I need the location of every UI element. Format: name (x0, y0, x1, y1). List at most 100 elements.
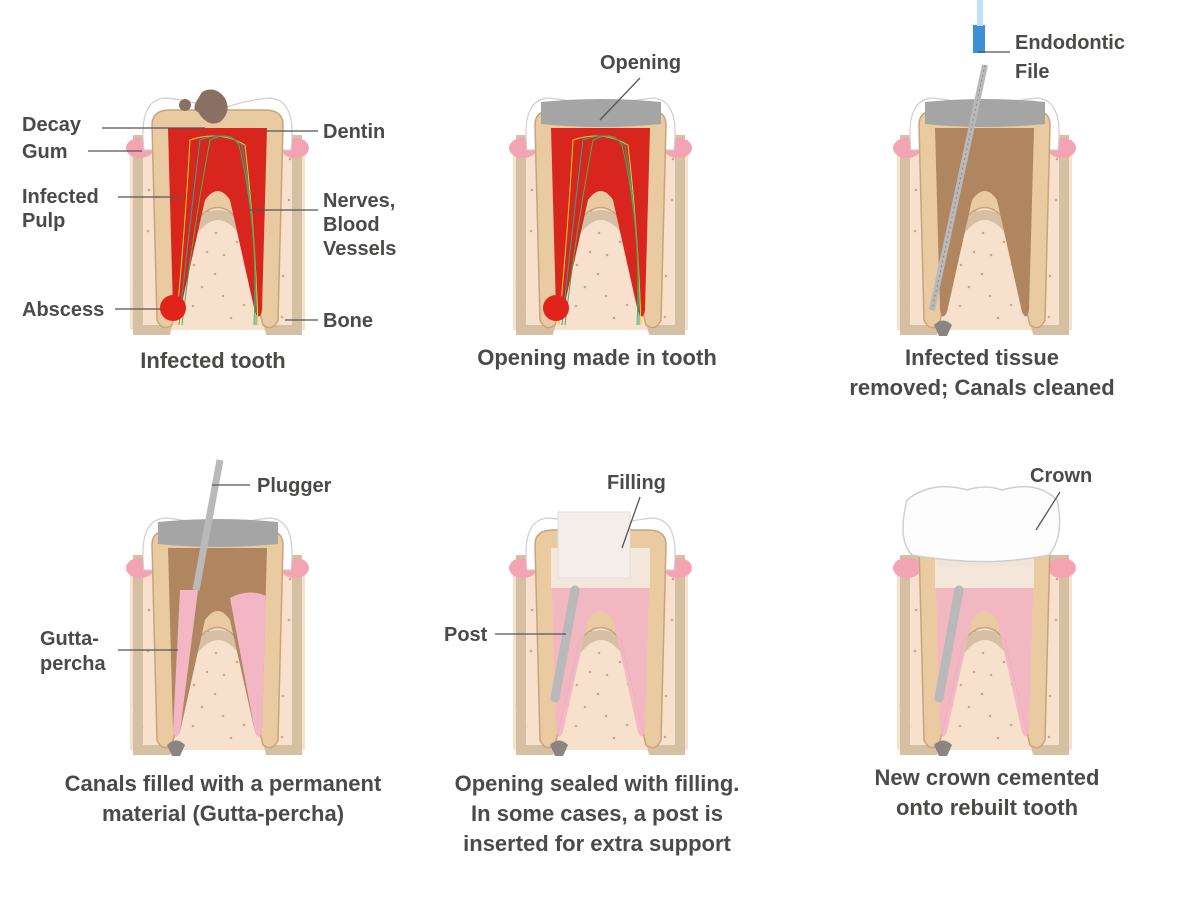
bone-texture-dot (618, 240, 622, 244)
label-nerves-3: Vessels (323, 238, 396, 260)
label-gutta-percha-2: percha (40, 653, 106, 675)
bone-texture-dot (981, 231, 985, 235)
bone-texture-dot (213, 272, 217, 276)
bone-texture-dot (913, 229, 917, 233)
bone-texture-dot (914, 608, 918, 612)
bone-texture-dot (191, 304, 195, 308)
tooth-infected (126, 89, 309, 335)
bone-texture-dot (235, 660, 239, 664)
bone-texture-dot (972, 250, 976, 254)
nerves-blood-vessels (564, 135, 639, 326)
post (934, 585, 964, 703)
label-file-1: Endodontic (1015, 32, 1125, 54)
label-crown: Crown (1030, 465, 1092, 487)
tooth-filled (126, 459, 309, 756)
bone-texture-dot (604, 714, 608, 718)
abscess (543, 295, 569, 321)
bone-texture-dot (222, 253, 226, 257)
bone-texture-dot (671, 157, 675, 161)
bone-texture-dot (287, 198, 291, 202)
bone-texture-dot (529, 229, 533, 233)
bone-texture-dot (1047, 735, 1051, 739)
bone-texture-dot (967, 705, 971, 709)
leader-lines (88, 51, 1061, 651)
label-filling: Filling (607, 472, 666, 494)
bone-texture-dot (213, 692, 217, 696)
bone-texture-dot (280, 315, 284, 319)
bone-texture-dot (205, 250, 209, 254)
leader-filling (621, 496, 641, 549)
label-post: Post (444, 624, 488, 646)
bone-texture-dot (958, 304, 962, 308)
label-opening: Opening (600, 52, 681, 74)
bone-texture-dot (229, 736, 233, 740)
bone-texture-dot (214, 231, 218, 235)
abscess (160, 295, 186, 321)
plugger (192, 459, 224, 591)
bone-texture-dot (530, 188, 534, 192)
bone-texture-dot (1047, 315, 1051, 319)
bone-texture-dot (1048, 274, 1052, 278)
decay (179, 99, 191, 111)
bone-texture-dot (229, 316, 233, 320)
bone-texture-dot (588, 670, 592, 674)
bone-texture-dot (221, 714, 225, 718)
label-nerves-2: Blood (323, 214, 380, 236)
label-infected-pulp-1: Infected (22, 186, 99, 208)
apex-seal (167, 740, 185, 756)
opening (925, 99, 1045, 127)
bone-texture-dot (663, 315, 667, 319)
caption-sealed-3: inserted for extra support (463, 831, 731, 856)
bone-texture-dot (670, 618, 674, 622)
bone-texture-dot (242, 723, 246, 727)
nerves-blood-vessels (181, 135, 256, 326)
infected-pulp (168, 128, 267, 317)
bone-texture-dot (200, 285, 204, 289)
bone-texture-dot (205, 670, 209, 674)
bone-texture-dot (1002, 660, 1006, 664)
bone-texture-dot (1048, 694, 1052, 698)
tooth-sealed (509, 511, 692, 756)
caption-crowned-2: onto rebuilt tooth (896, 795, 1078, 820)
bone-texture-dot (914, 188, 918, 192)
bone-texture-dot (967, 285, 971, 289)
bone-texture-dot (596, 692, 600, 696)
bone-texture-dot (972, 670, 976, 674)
bone-texture-dot (583, 285, 587, 289)
caption-cleaned-2: removed; Canals cleaned (849, 375, 1114, 400)
tooth-cleaned (893, 0, 1076, 336)
bone-texture-dot (1054, 618, 1058, 622)
bone-texture-dot (996, 736, 1000, 740)
label-file-2: File (1015, 61, 1049, 83)
bone-texture-dot (612, 736, 616, 740)
caption-filled-2: material (Gutta-percha) (102, 801, 344, 826)
gutta-percha (173, 590, 198, 737)
bone-texture-dot (597, 651, 601, 655)
bone-texture-dot (671, 577, 675, 581)
caption-sealed-1: Opening sealed with filling. (455, 771, 740, 796)
file-flutes (931, 64, 986, 311)
bone-texture-dot (981, 651, 985, 655)
bone-texture-dot (288, 577, 292, 581)
bone-texture-dot (958, 724, 962, 728)
bone-texture-dot (989, 253, 993, 257)
bone-texture-dot (612, 316, 616, 320)
tooth-crowned (893, 485, 1076, 756)
bone-texture-dot (280, 735, 284, 739)
apex-seal (550, 740, 568, 756)
bone-texture-dot (959, 263, 963, 267)
bone-texture-dot (1055, 577, 1059, 581)
label-gum: Gum (22, 141, 68, 163)
label-abscess: Abscess (22, 299, 104, 321)
bone-texture-dot (583, 705, 587, 709)
bone-texture-dot (200, 705, 204, 709)
bone-texture-dot (288, 157, 292, 161)
filling (557, 511, 631, 579)
label-bone: Bone (323, 310, 373, 332)
post (550, 585, 580, 703)
bone-texture-dot (529, 649, 533, 653)
bone-texture-dot (588, 250, 592, 254)
labels: Decay Gum Infected Pulp Abscess Dentin N… (22, 32, 1125, 675)
bone-texture-dot (1009, 723, 1013, 727)
